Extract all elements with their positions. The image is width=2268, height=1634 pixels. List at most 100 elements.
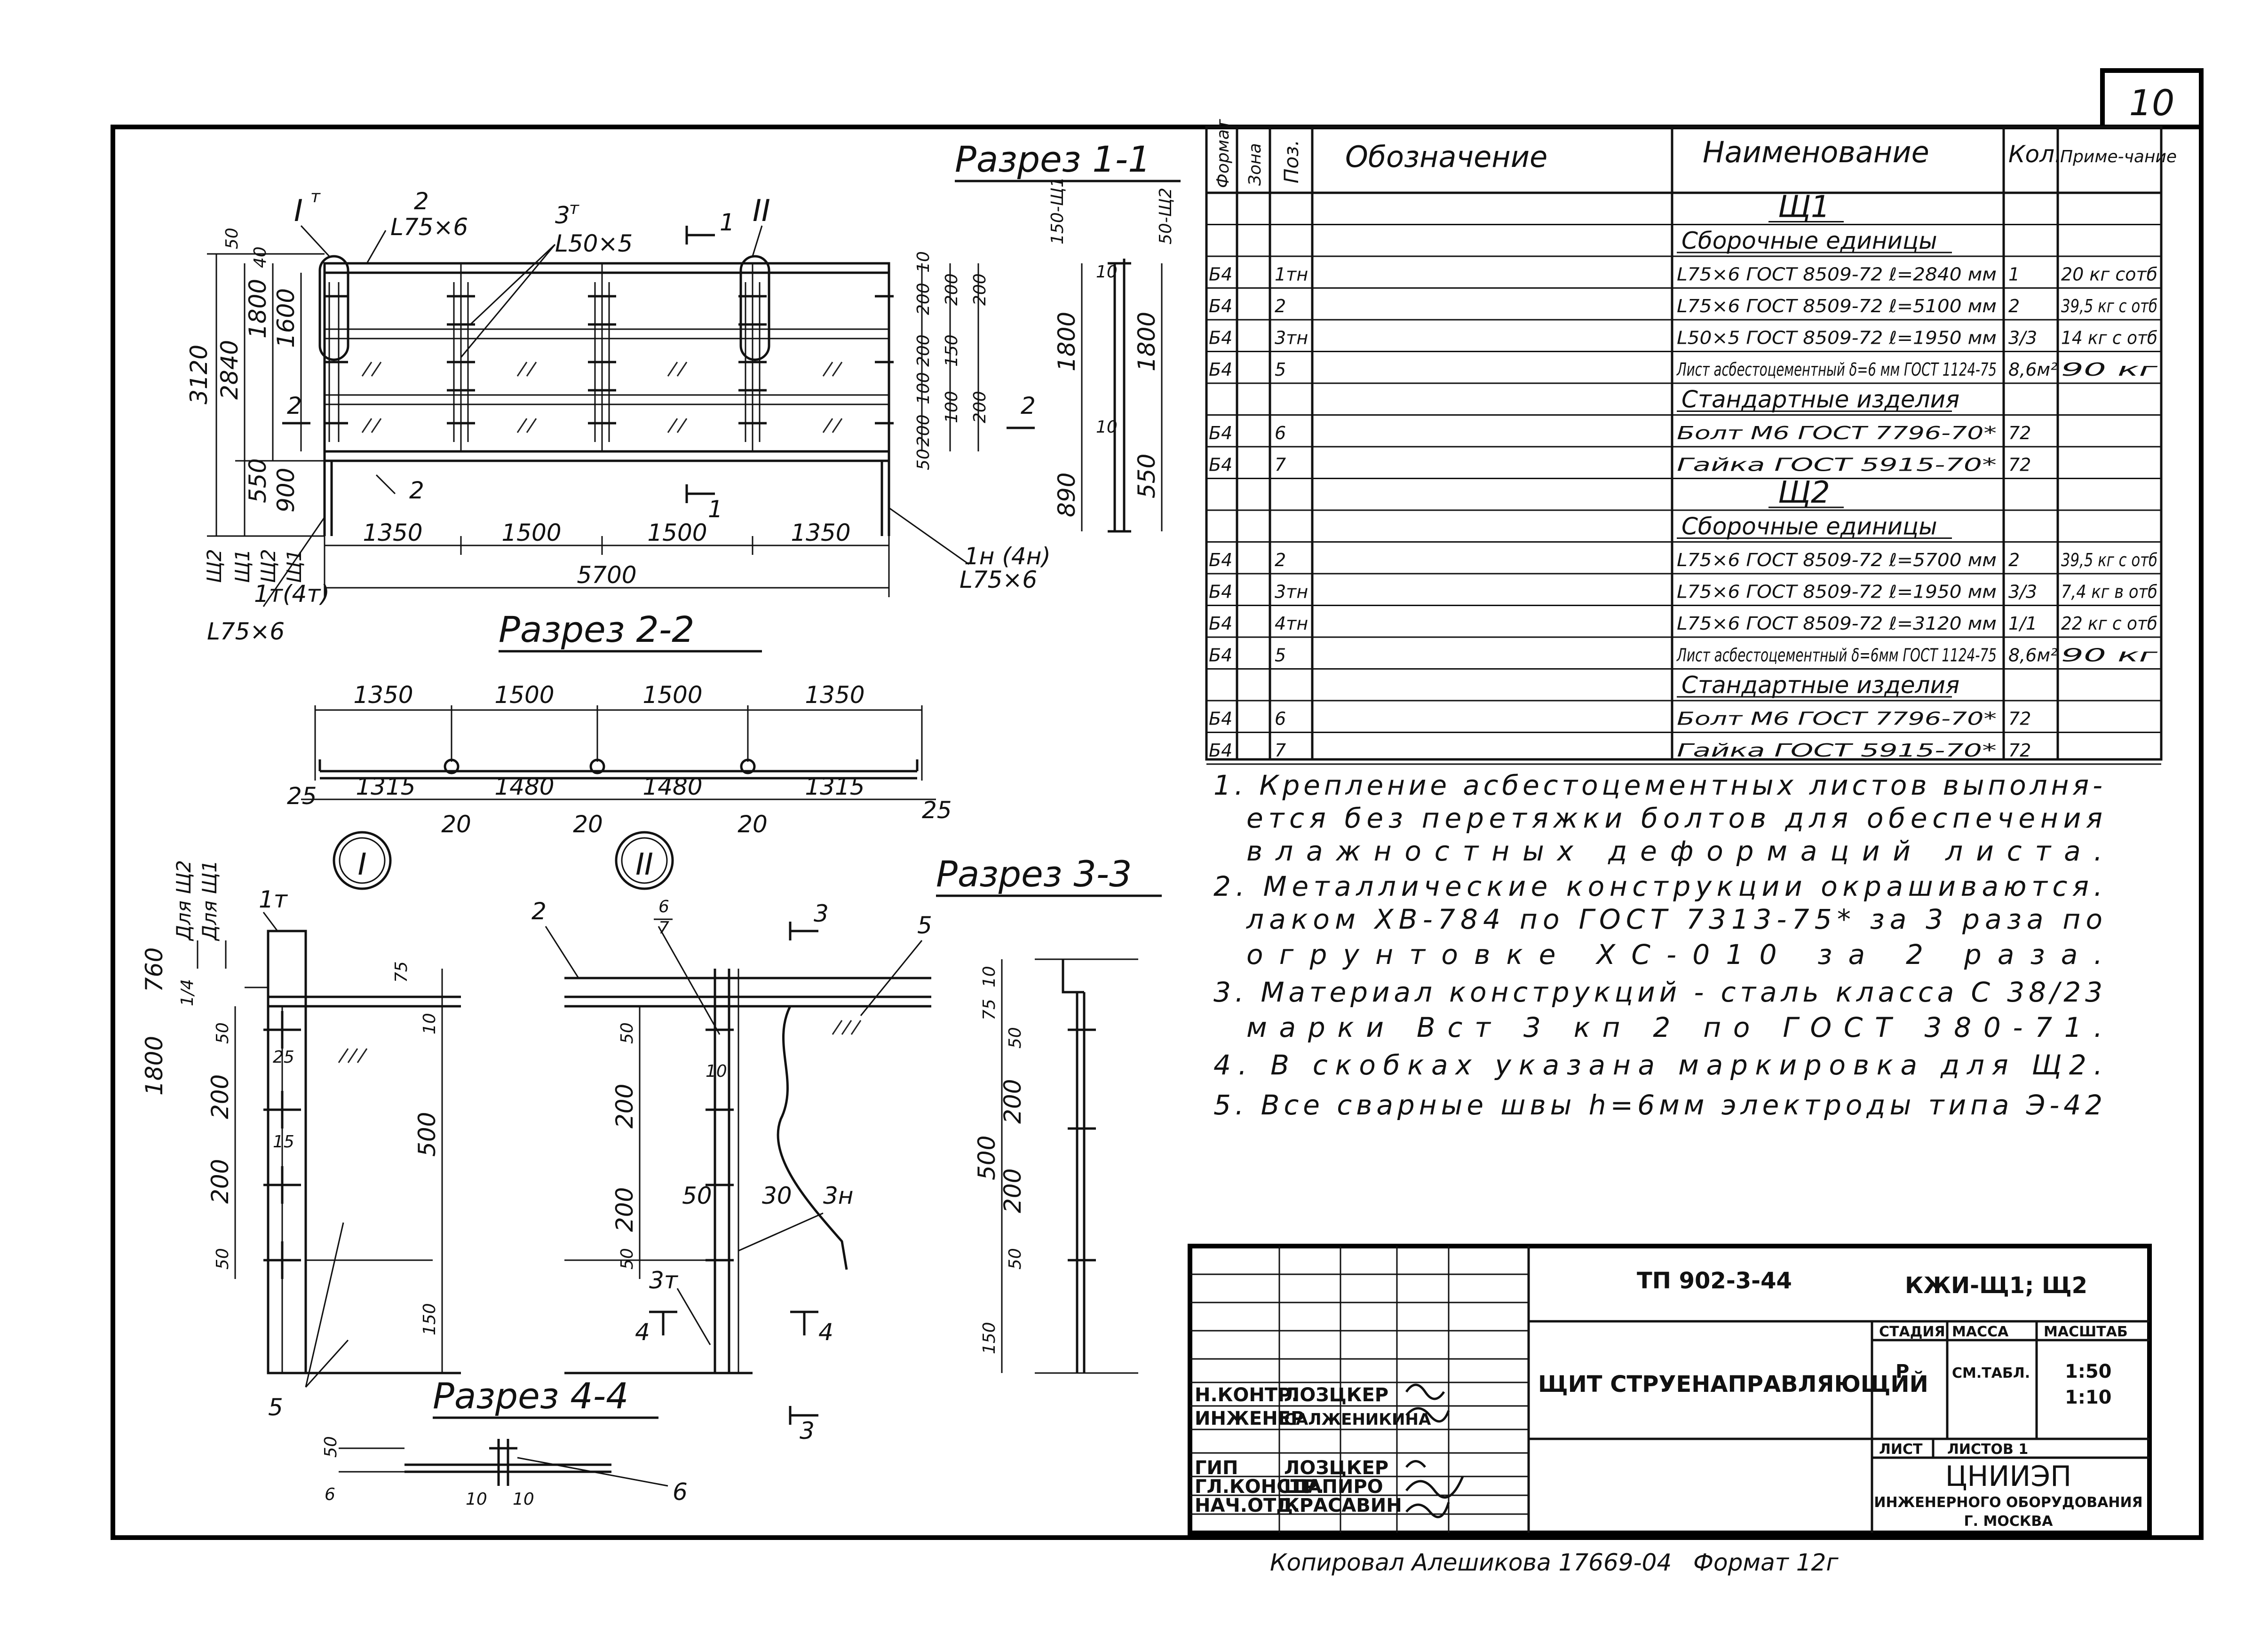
spec-cell-note: 20 кг сотб	[2061, 264, 2157, 285]
signature-marks	[1405, 1383, 1464, 1518]
note-line: влажностных деформаций листа.	[1246, 835, 2102, 867]
svg-text:II: II	[635, 847, 653, 882]
title-block: Н.КОНТР. ИНЖЕНЕР ГИП ГЛ.КОНСТР. НАЧ.ОТД.…	[1188, 1244, 2152, 1535]
svg-text:1т: 1т	[259, 886, 288, 913]
section-3-3-title: Разрез 3-3	[936, 853, 1132, 895]
svg-text:100: 100	[914, 372, 933, 404]
svg-text:10: 10	[1096, 262, 1118, 282]
svg-text:10: 10	[513, 1490, 534, 1509]
svg-text:Р: Р	[1895, 1361, 1909, 1382]
note-line: ется без перетяжки болтов для обеспечени…	[1246, 802, 2102, 834]
svg-text:ЛИСТОВ 1: ЛИСТОВ 1	[1947, 1441, 2028, 1458]
callout-ellipse-II	[739, 255, 770, 361]
svg-text:1800: 1800	[1053, 312, 1080, 371]
svg-text:25: 25	[922, 797, 952, 824]
spec-cell-pos: 5	[1275, 359, 1286, 380]
stamp-name-2: ЛОЗЦКЕР	[1284, 1457, 1388, 1479]
spec-cell-qty: 2	[2008, 296, 2020, 316]
spec-cell-name: L75×6 ГОСТ 8509-72 ℓ=5100 мм	[1677, 296, 1997, 316]
callout-label-I: I	[294, 194, 303, 229]
section-1-1: Разрез 1-1 150-Щ1 50-Щ2 1800 1800 890 55…	[955, 138, 1181, 533]
stamp-role-2: ГИП	[1195, 1457, 1238, 1479]
svg-text:L50×5: L50×5	[555, 230, 633, 257]
spec-cell-note: 22 кг с отб	[2061, 613, 2157, 634]
svg-text:2840: 2840	[216, 340, 243, 400]
svg-text:200: 200	[999, 1168, 1026, 1213]
spec-cell-note: 39,5 кг с отб	[2061, 550, 2157, 570]
stamp-role-3: ГЛ.КОНСТР.	[1195, 1476, 1324, 1498]
section-1-1-title: Разрез 1-1	[955, 138, 1151, 180]
spec-cell-qty: 8,6м²	[2008, 645, 2057, 666]
svg-text:20: 20	[573, 811, 603, 838]
section-2-2-title: Разрез 2-2	[499, 608, 695, 650]
svg-text:СМ.ТАБЛ.: СМ.ТАБЛ.	[1952, 1365, 2030, 1381]
svg-text:760: 760	[141, 947, 168, 992]
callout-label-II: II	[753, 194, 770, 229]
svg-text:L75×6: L75×6	[207, 618, 285, 645]
callout-ellipse-I	[318, 255, 349, 361]
section-2-2: Разрез 2-2 1350 1500 1500 1350 1315 1480…	[287, 608, 952, 838]
svg-text:1800: 1800	[244, 279, 271, 339]
section-4-4: Разрез 4-4 50 6 10 10 6	[321, 1375, 688, 1509]
note-line: 3. Материал конструкций - сталь класса С…	[1213, 976, 2102, 1008]
svg-text:50: 50	[222, 228, 242, 249]
svg-text:10: 10	[914, 251, 933, 273]
spec-cell-pos: 2	[1275, 296, 1286, 316]
svg-text:2: 2	[414, 188, 429, 215]
spec-cell-format: Б4	[1209, 264, 1232, 285]
svg-text:4: 4	[635, 1318, 650, 1346]
note-line: 4. В скобках указана маркировка для Щ2.	[1213, 1049, 2102, 1081]
svg-text:Для Щ2: Для Щ2	[172, 860, 195, 941]
svg-text:75: 75	[980, 999, 999, 1020]
spec-cell-name: Гайка ГОСТ 5915-70*	[1677, 740, 1997, 761]
svg-text:200: 200	[942, 273, 961, 306]
svg-text:200: 200	[970, 273, 990, 306]
svg-text:2: 2	[287, 392, 302, 419]
spec-cell-pos: 6	[1275, 423, 1286, 443]
spec-cell-qty: 72	[2008, 423, 2031, 443]
svg-text:10: 10	[706, 1062, 727, 1081]
svg-text:3т: 3т	[649, 1267, 679, 1294]
svg-text:200: 200	[611, 1187, 638, 1232]
detail-I-circle	[333, 831, 392, 890]
stamp-drawing-code: КЖИ-Щ1; Щ2	[1905, 1272, 2087, 1299]
svg-text:200: 200	[914, 414, 933, 447]
spec-cell-format: Б4	[1209, 359, 1232, 380]
svg-text:50: 50	[682, 1182, 712, 1209]
spec-cell-format: Б4	[1209, 550, 1232, 570]
svg-text:3: 3	[555, 202, 570, 229]
svg-text:50: 50	[321, 1436, 341, 1458]
spec-cell-format: Б4	[1209, 328, 1232, 348]
svg-text:3: 3	[800, 1417, 815, 1445]
spec-cell-note: 7,4 кг в отб	[2061, 582, 2157, 602]
stamp-name-4: КРАСАВИН	[1284, 1495, 1402, 1516]
spec-cell-note: 39,5 кг с отб	[2061, 296, 2157, 316]
svg-text:1315: 1315	[805, 773, 864, 800]
spec-cell-name: L50×5 ГОСТ 8509-72 ℓ=1950 мм	[1677, 328, 1997, 348]
svg-text:200: 200	[611, 1084, 638, 1129]
elevation-view: I т II 2 L75×6 3 т L50×5 1 1 2 2 2 1н (4…	[185, 187, 1051, 645]
spec-cell-qty: 8,6м²	[2008, 359, 2057, 380]
spec-cell-qty: 2	[2008, 550, 2020, 570]
svg-text:1: 1	[720, 209, 735, 236]
svg-text:550: 550	[1133, 454, 1160, 498]
svg-text:L75×6: L75×6	[960, 566, 1037, 593]
spec-cell-name: L75×6 ГОСТ 8509-72 ℓ=3120 мм	[1677, 613, 1997, 634]
svg-text:Щ2: Щ2	[257, 549, 280, 583]
general-notes: 1. Крепление асбестоцементных листов вып…	[1213, 769, 2102, 1121]
svg-text:1350: 1350	[791, 519, 850, 546]
svg-text:т: т	[569, 199, 579, 218]
note-line: марки Вст 3 кп 2 по ГОСТ 380-71.	[1246, 1011, 2102, 1043]
svg-text:150: 150	[980, 1322, 999, 1354]
svg-text:40: 40	[251, 246, 270, 268]
svg-text:50: 50	[618, 1022, 637, 1044]
svg-text:1350: 1350	[805, 681, 864, 709]
svg-text:10: 10	[980, 966, 999, 987]
svg-text:1500: 1500	[494, 681, 554, 709]
svg-text:1т(4т): 1т(4т)	[254, 580, 330, 608]
svg-text:50: 50	[1006, 1248, 1025, 1270]
spec-cell-name: Стандартные изделия	[1681, 671, 1959, 699]
svg-text:10: 10	[420, 1013, 439, 1034]
spec-cell-name: Щ2	[1778, 475, 1830, 510]
svg-text:I: I	[358, 847, 367, 882]
